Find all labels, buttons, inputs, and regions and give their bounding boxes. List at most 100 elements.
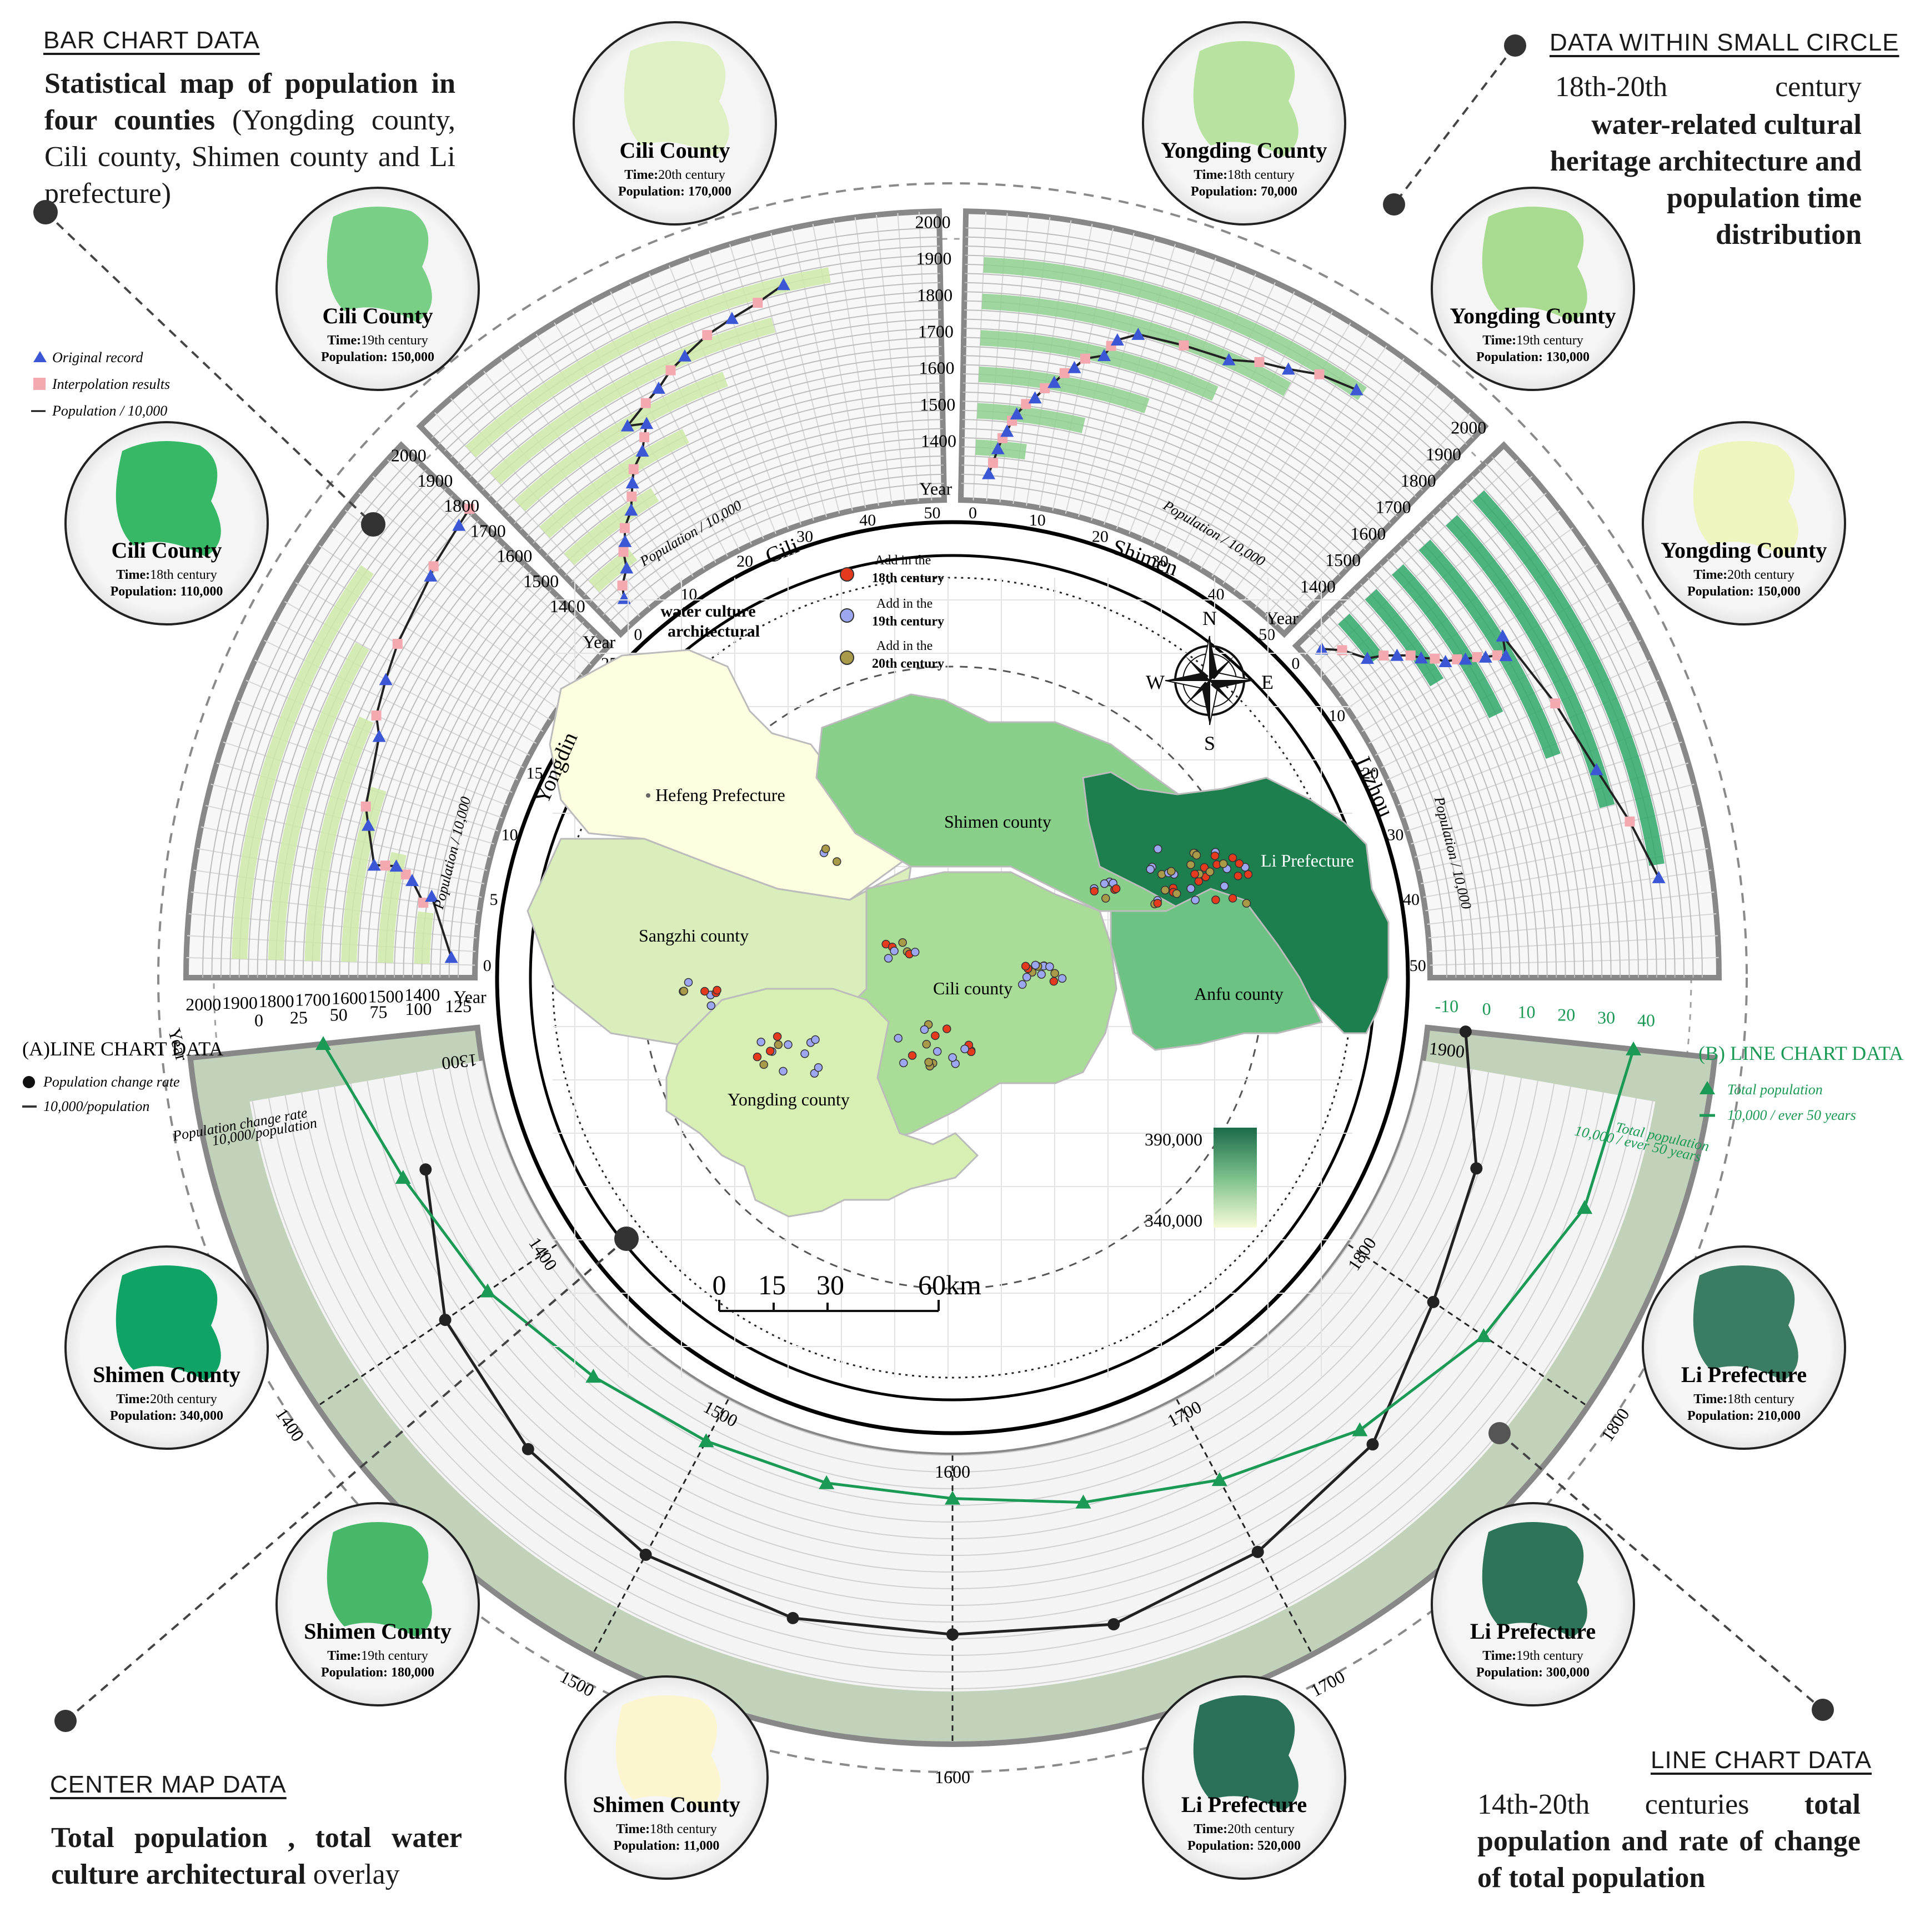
county-name: Yongding County bbox=[1161, 138, 1327, 163]
water-point bbox=[684, 978, 693, 987]
county-shape bbox=[1193, 1695, 1299, 1811]
interp-point bbox=[380, 860, 390, 871]
pop-label: Population: bbox=[1476, 350, 1543, 364]
water-point bbox=[1228, 853, 1237, 862]
original-point bbox=[1047, 376, 1061, 388]
small-circle-heading: DATA WITHIN SMALL CIRCLE bbox=[1550, 29, 1899, 56]
rate-point bbox=[419, 1163, 432, 1176]
bar-year-grid bbox=[589, 455, 944, 603]
water-point bbox=[1022, 973, 1031, 982]
county-time: Time:19th century bbox=[1482, 333, 1583, 348]
year-label-outer: 1600 bbox=[935, 1767, 970, 1787]
gradient-low-label: 340,000 bbox=[1145, 1210, 1202, 1230]
time-value: 18th century bbox=[1227, 168, 1295, 182]
original-point bbox=[379, 673, 393, 685]
county-shape bbox=[624, 41, 729, 157]
bar bbox=[514, 372, 728, 512]
original-point bbox=[625, 476, 639, 489]
rate-point bbox=[1427, 1295, 1440, 1308]
interp-point bbox=[1472, 652, 1482, 662]
water-point bbox=[766, 1047, 775, 1055]
water-point bbox=[1194, 877, 1204, 886]
bar-year-grid bbox=[1485, 462, 1694, 978]
original-point bbox=[635, 444, 649, 457]
water-point bbox=[1205, 867, 1215, 877]
line-grid bbox=[367, 1080, 1538, 1573]
original-point bbox=[452, 518, 466, 531]
interp-point bbox=[628, 464, 639, 474]
connector-dot-tr-end bbox=[1383, 193, 1405, 216]
bar-year-grid bbox=[961, 464, 1309, 609]
time-value: 18th century bbox=[650, 1822, 717, 1836]
legend-interp-icon bbox=[33, 378, 46, 390]
bar-year-grid bbox=[1366, 577, 1530, 978]
compass-w: W bbox=[1146, 671, 1165, 693]
year-tick-label: 1500 bbox=[920, 394, 955, 414]
time-value: 20th century bbox=[150, 1392, 217, 1407]
connectors bbox=[33, 34, 1834, 1732]
interp-point bbox=[1378, 650, 1389, 661]
time-label: Time: bbox=[1693, 568, 1727, 582]
year-tick-label: 1500 bbox=[523, 571, 559, 591]
pop-value: 70,000 bbox=[1257, 184, 1297, 199]
scale-bar bbox=[718, 1300, 940, 1312]
line-grid bbox=[482, 1060, 1423, 1456]
water-point bbox=[960, 1044, 969, 1054]
water-point bbox=[1031, 960, 1040, 970]
water-point bbox=[784, 1040, 793, 1049]
bar-year-grid bbox=[602, 473, 944, 616]
county-shape bbox=[1482, 1522, 1587, 1638]
county-pop: Population: 150,000 bbox=[321, 350, 434, 364]
water-point bbox=[1045, 962, 1054, 971]
pop-value: 170,000 bbox=[685, 184, 731, 199]
value-tick-label: 50 bbox=[1410, 957, 1426, 975]
rate-point bbox=[639, 1548, 652, 1561]
water-point bbox=[1100, 879, 1109, 888]
bar bbox=[1338, 613, 1383, 664]
bar-year-grid bbox=[1419, 526, 1603, 978]
year-label-outer: 1700 bbox=[1307, 1666, 1348, 1701]
interp-point bbox=[400, 869, 411, 880]
year-tick-label: 2000 bbox=[391, 446, 427, 466]
original-point bbox=[1131, 327, 1145, 340]
original-point bbox=[1281, 362, 1295, 375]
bar bbox=[983, 257, 1367, 401]
year-tick-label: 1800 bbox=[259, 991, 294, 1011]
rate-tick: 125 bbox=[445, 996, 472, 1016]
line-b-legend: (B) LINE CHART DATA Total population 10,… bbox=[1698, 1042, 1903, 1123]
water-legend-title1: water culture bbox=[660, 602, 755, 620]
time-value: 19th century bbox=[1516, 1649, 1583, 1663]
water-point bbox=[898, 938, 907, 947]
year-divider bbox=[591, 1399, 729, 1655]
water-point bbox=[1228, 894, 1237, 903]
rate-point bbox=[439, 1314, 452, 1327]
interp-point bbox=[1059, 368, 1070, 378]
county-pop: Population: 70,000 bbox=[1191, 184, 1297, 199]
year-tick-label: 1900 bbox=[916, 248, 951, 268]
pop-value: 130,000 bbox=[1543, 350, 1590, 364]
original-point bbox=[624, 503, 638, 516]
water-point bbox=[1234, 872, 1242, 880]
water-point bbox=[756, 1037, 765, 1047]
time-value: 19th century bbox=[361, 1649, 428, 1663]
rate-point bbox=[786, 1611, 799, 1624]
time-value: 20th century bbox=[1727, 568, 1794, 582]
water-point bbox=[800, 1049, 809, 1058]
total-tick: 40 bbox=[1637, 1010, 1655, 1030]
bar-year-grid bbox=[964, 318, 1411, 504]
water-point bbox=[1191, 895, 1200, 904]
total-point bbox=[1211, 1472, 1227, 1486]
line-panel-inner bbox=[249, 1060, 1656, 1692]
original-point bbox=[1222, 353, 1236, 366]
bar-year-grid bbox=[964, 327, 1404, 511]
water-point bbox=[753, 1052, 762, 1062]
bar-year-grid bbox=[962, 428, 1335, 583]
bar-panel-lizhou: 140015001600170018001900200001020304050Y… bbox=[1266, 418, 1722, 980]
bar-year-grid bbox=[320, 538, 499, 978]
bar-year-grid bbox=[394, 589, 552, 978]
bar-year-grid bbox=[962, 391, 1360, 557]
